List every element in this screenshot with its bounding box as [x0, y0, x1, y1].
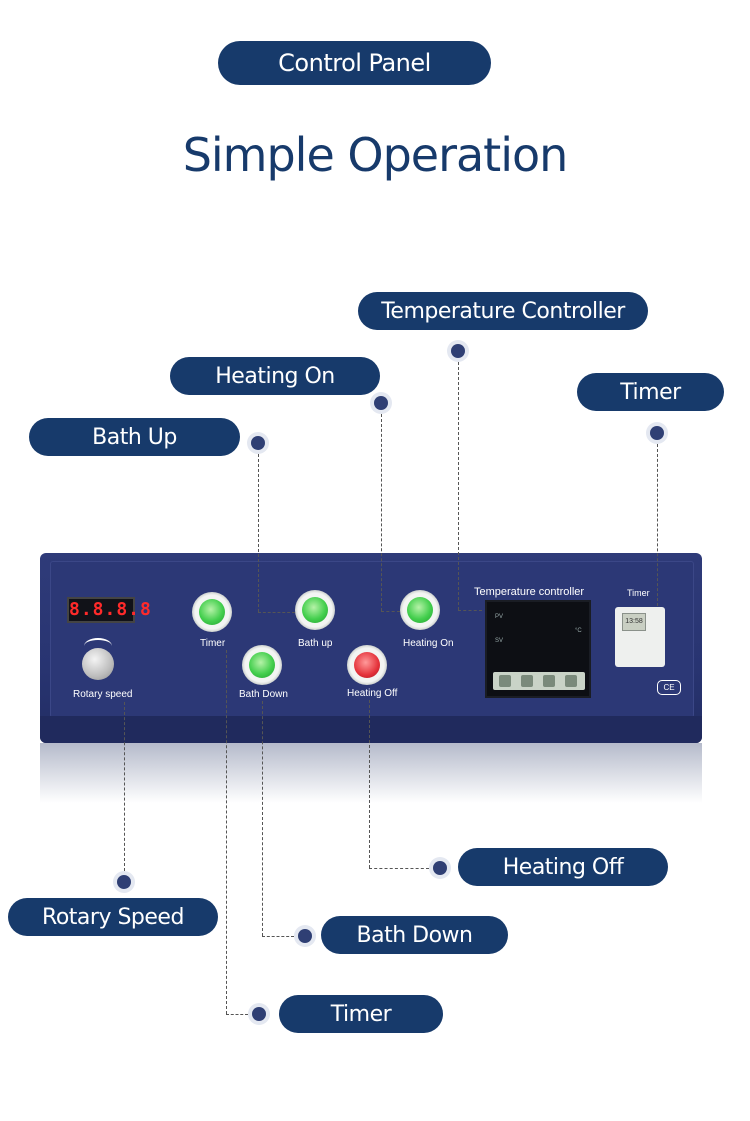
pv-label: PV — [495, 614, 504, 620]
callout-rotary-speed: Rotary Speed — [8, 898, 218, 936]
bath-down-label: Bath Down — [239, 689, 288, 700]
leader-line — [124, 702, 125, 871]
marker-dot — [646, 422, 668, 444]
temperature-controller-label: Temperature controller — [474, 586, 585, 598]
rotary-speed-knob[interactable] — [82, 648, 114, 680]
leader-line — [369, 868, 429, 869]
temperature-controller[interactable]: PV SV °C — [485, 600, 591, 698]
panel-reflection — [40, 743, 702, 803]
controller-key[interactable] — [521, 675, 533, 687]
timer-lcd: 13:58 — [622, 613, 646, 631]
control-panel-badge: Control Panel — [218, 41, 491, 85]
marker-dot — [247, 432, 269, 454]
marker-dot — [113, 871, 135, 893]
led-display: 8.8.8.8 — [67, 597, 151, 623]
leader-line — [381, 611, 400, 612]
controller-key[interactable] — [499, 675, 511, 687]
rotary-arc-icon — [84, 638, 112, 654]
leader-line — [226, 1014, 248, 1015]
leader-line — [381, 414, 382, 611]
leader-line — [258, 454, 259, 612]
red-lamp-icon — [354, 652, 380, 678]
leader-line — [262, 936, 294, 937]
heating-off-button[interactable] — [347, 645, 387, 685]
bath-down-button[interactable] — [242, 645, 282, 685]
controller-keypad[interactable] — [493, 672, 585, 690]
ce-mark-icon: CE — [657, 680, 681, 695]
bath-up-button[interactable] — [295, 590, 335, 630]
timer-button-label: Timer — [200, 638, 226, 649]
marker-dot — [294, 925, 316, 947]
green-lamp-icon — [199, 599, 225, 625]
timer-button[interactable] — [192, 592, 232, 632]
rotary-speed-label: Rotary speed — [73, 689, 133, 700]
marker-dot — [447, 340, 469, 362]
marker-dot — [370, 392, 392, 414]
bath-up-label: Bath up — [298, 638, 333, 649]
timer-device-label: Timer — [627, 588, 650, 598]
leader-line — [226, 650, 227, 1014]
unit-label: °C — [575, 628, 582, 634]
marker-dot — [429, 857, 451, 879]
sv-label: SV — [495, 638, 504, 644]
heating-off-label: Heating Off — [347, 688, 398, 699]
callout-temperature-controller: Temperature Controller — [358, 292, 648, 330]
leader-line — [657, 444, 658, 606]
leader-line — [369, 700, 370, 868]
callout-timer-top: Timer — [577, 373, 724, 411]
leader-line — [262, 701, 263, 936]
marker-dot — [248, 1003, 270, 1025]
controller-key[interactable] — [565, 675, 577, 687]
controller-key[interactable] — [543, 675, 555, 687]
digital-timer[interactable]: 13:58 — [615, 607, 665, 667]
green-lamp-icon — [407, 597, 433, 623]
leader-line — [458, 362, 459, 610]
green-lamp-icon — [302, 597, 328, 623]
callout-bath-down: Bath Down — [321, 916, 508, 954]
panel-bottom-edge — [40, 716, 702, 743]
callout-timer-bottom: Timer — [279, 995, 443, 1033]
heating-on-label: Heating On — [403, 638, 454, 649]
leader-line — [458, 610, 482, 611]
green-lamp-icon — [249, 652, 275, 678]
page-title: Simple Operation — [182, 128, 569, 182]
callout-heating-on: Heating On — [170, 357, 380, 395]
callout-bath-up: Bath Up — [29, 418, 240, 456]
callout-heating-off: Heating Off — [458, 848, 668, 886]
heating-on-button[interactable] — [400, 590, 440, 630]
leader-line — [258, 612, 295, 613]
